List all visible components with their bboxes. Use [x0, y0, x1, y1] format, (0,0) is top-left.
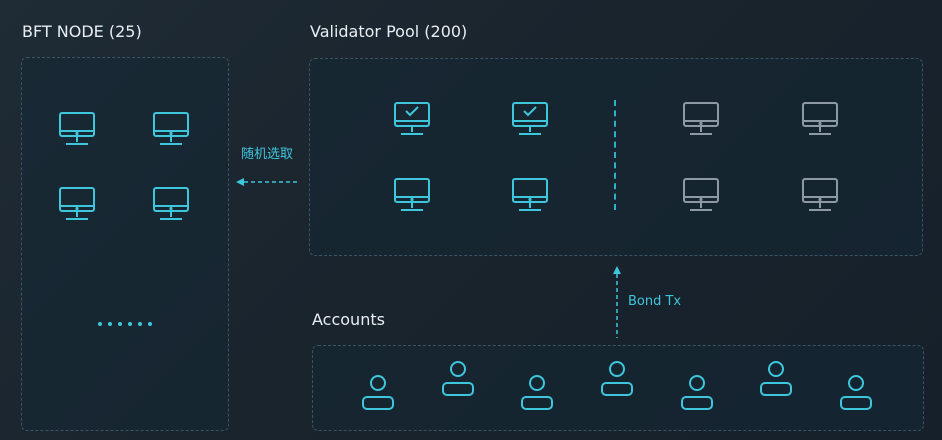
- user-icon: [759, 360, 793, 398]
- user-icon: [520, 374, 554, 412]
- random-select-label: 随机选取: [241, 147, 294, 162]
- monitor-icon: [801, 101, 839, 137]
- bond-tx-arrow: [612, 266, 622, 338]
- accounts-panel: [312, 345, 924, 431]
- user-icon: [441, 360, 475, 398]
- bft-node-title: BFT NODE (25): [22, 22, 142, 41]
- validator-pool-panel: [309, 58, 923, 256]
- user-icon: [680, 374, 714, 412]
- monitor-icon: [682, 101, 720, 137]
- monitor-icon: [152, 186, 190, 222]
- monitor-icon: [58, 186, 96, 222]
- pool-divider: [614, 100, 616, 210]
- bond-tx-label: Bond Tx: [628, 294, 682, 309]
- user-icon: [839, 374, 873, 412]
- random-select-arrow: [236, 169, 300, 186]
- monitor-icon: [58, 111, 96, 147]
- user-icon: [361, 374, 395, 412]
- monitor-check-icon: [511, 101, 549, 137]
- ellipsis-icon: [96, 314, 156, 326]
- validator-pool-title: Validator Pool (200): [310, 22, 468, 41]
- user-icon: [600, 360, 634, 398]
- monitor-icon: [152, 111, 190, 147]
- accounts-title: Accounts: [312, 310, 385, 329]
- monitor-icon: [682, 177, 720, 213]
- monitor-icon: [801, 177, 839, 213]
- monitor-check-icon: [393, 101, 431, 137]
- bft-node-panel: [21, 57, 229, 431]
- monitor-icon: [393, 177, 431, 213]
- monitor-icon: [511, 177, 549, 213]
